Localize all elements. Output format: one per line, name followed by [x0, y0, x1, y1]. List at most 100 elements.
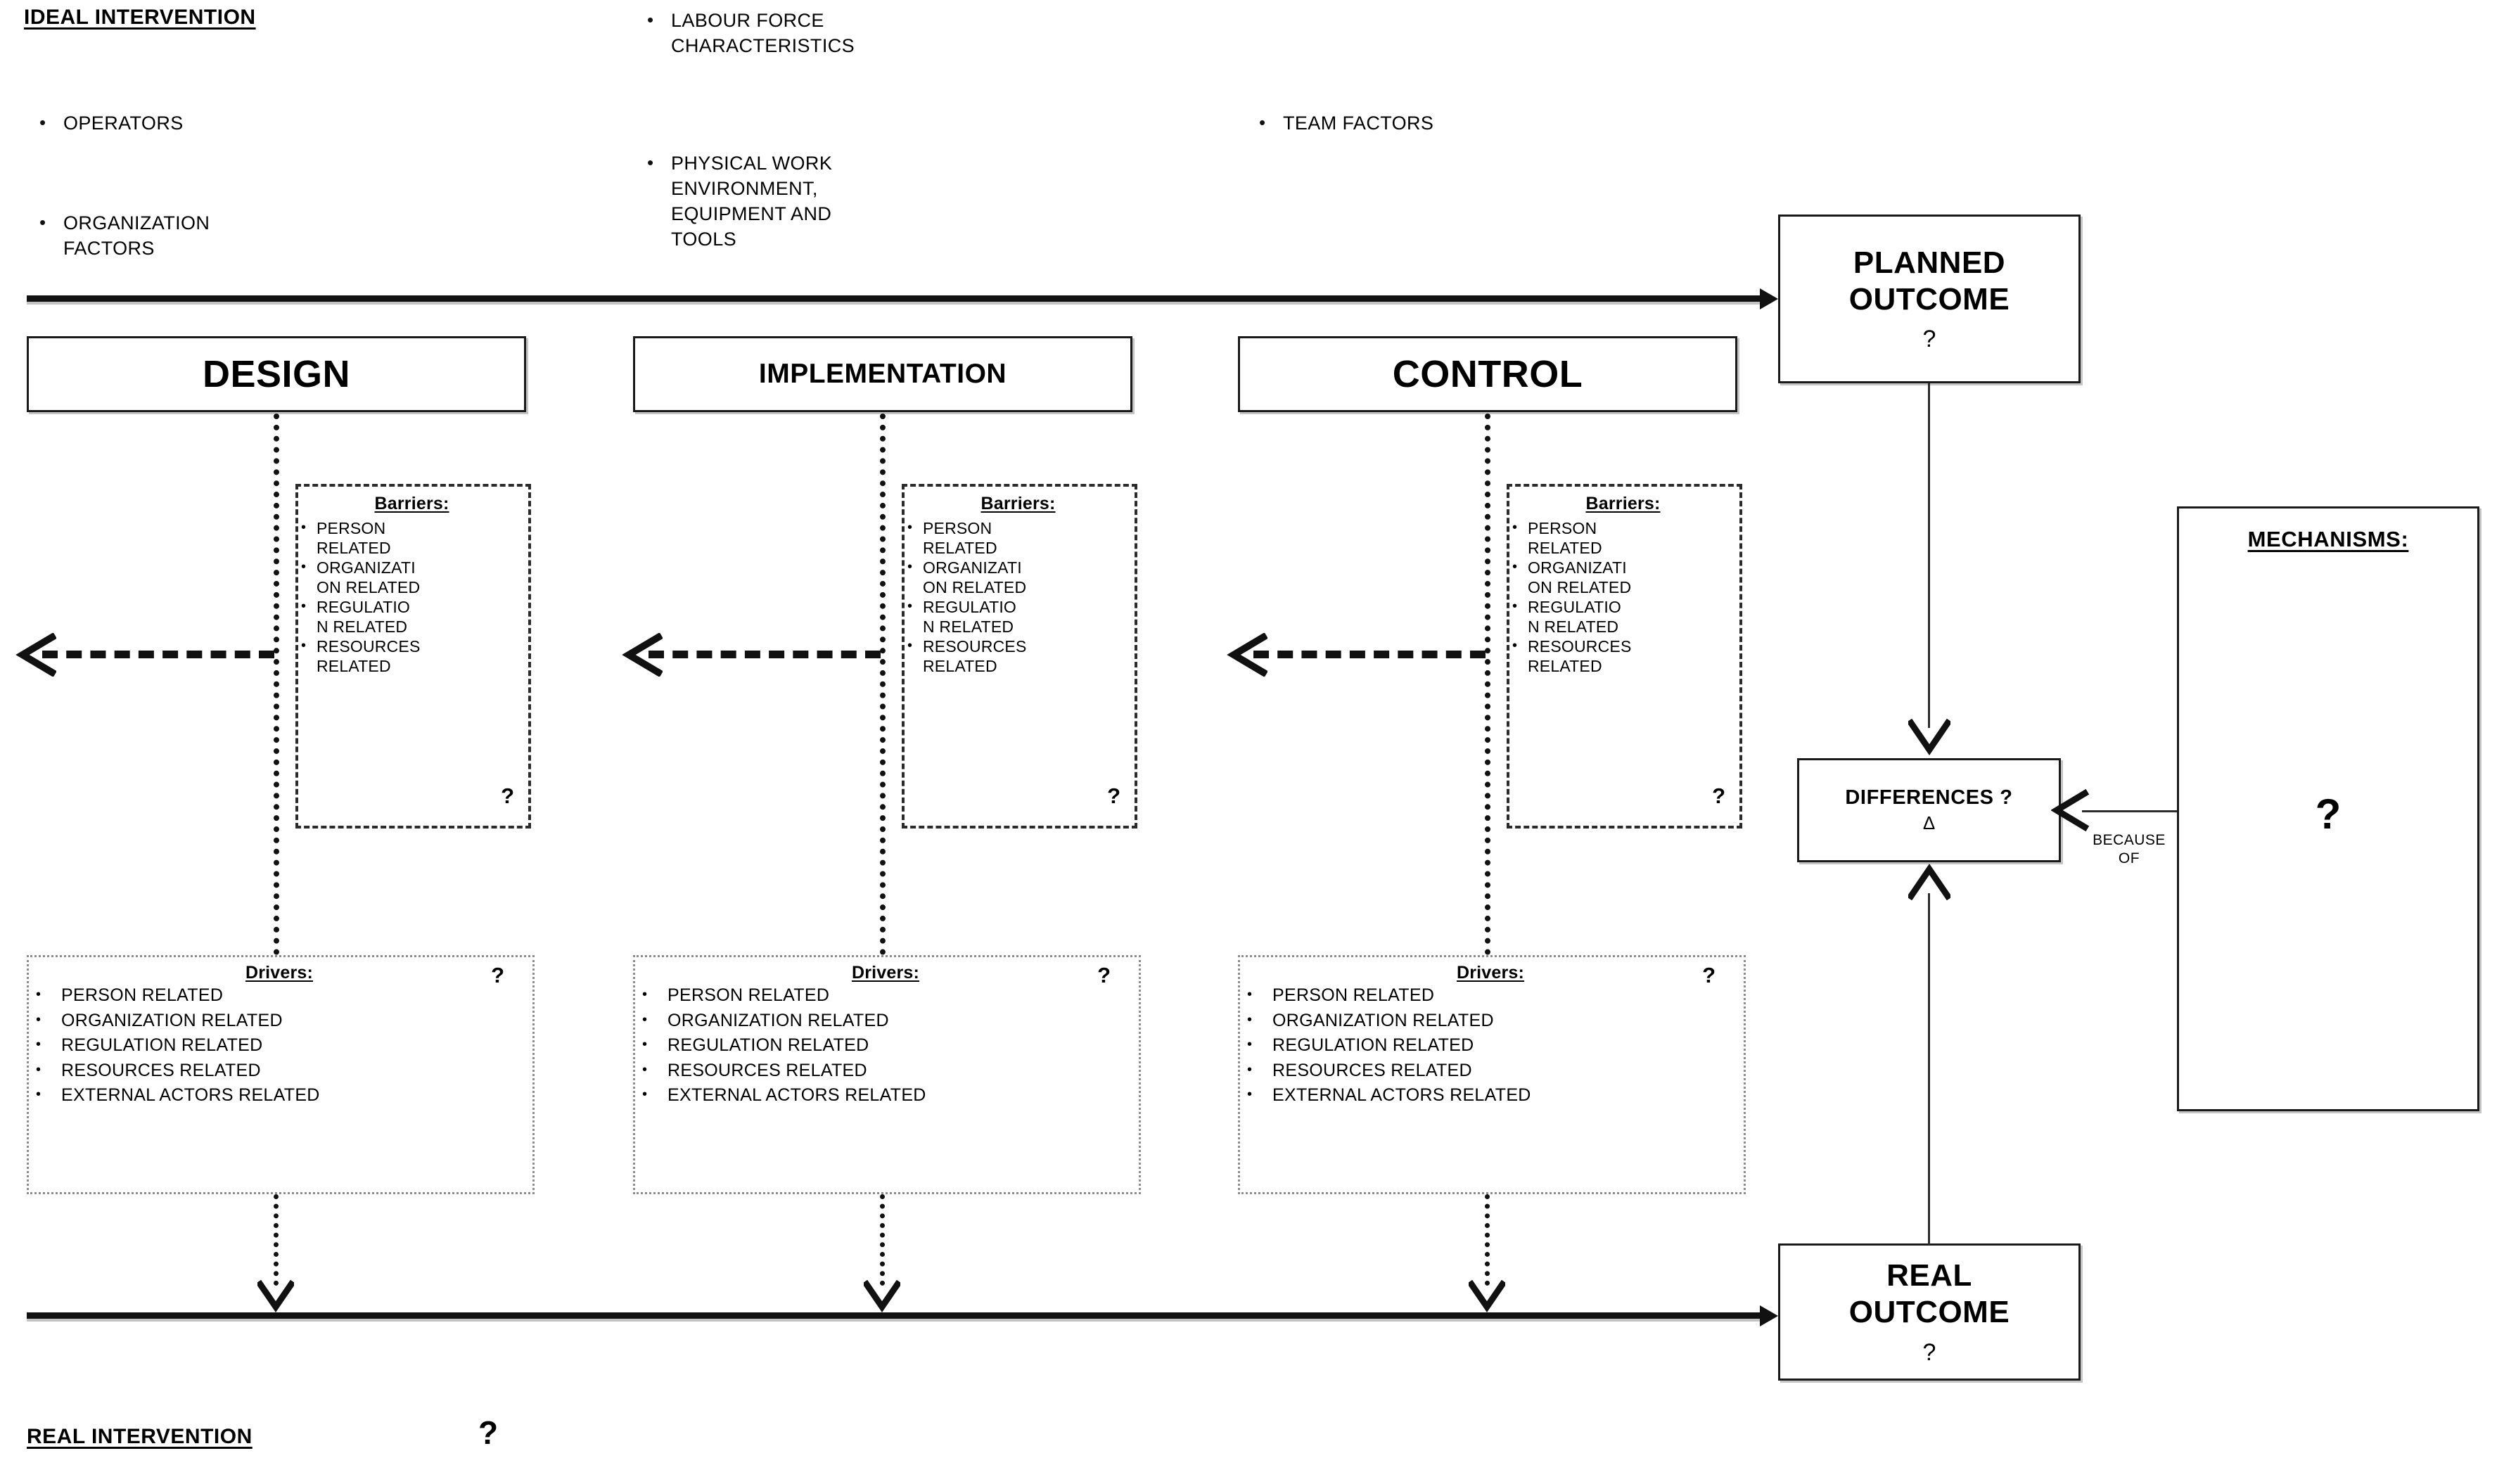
bullet-icon: • [1247, 987, 1253, 1002]
driver-label: EXTERNAL ACTORS RELATED [1272, 1085, 1531, 1105]
control-lower-arrowhead [1469, 1280, 1505, 1312]
driver-item: • REGULATION RELATED [36, 1033, 523, 1058]
design-spine-lower [274, 1194, 279, 1286]
factor-item-team-factors: • TEAM FACTORS [1259, 111, 1554, 136]
driver-label: PERSON RELATED [667, 985, 830, 1005]
bullet-icon: • [642, 987, 648, 1002]
drivers-box-implementation: Drivers: •PERSON RELATED •ORGANIZATION R… [633, 955, 1141, 1194]
barriers-title: Barriers: [980, 494, 1056, 513]
mechanisms-title: MECHANISMS: [2247, 527, 2409, 551]
driver-item: •REGULATION RELATED [642, 1033, 1129, 1058]
bullet-icon: • [642, 1087, 648, 1102]
phase-label-design: DESIGN [202, 353, 351, 395]
driver-item: •RESOURCES RELATED [642, 1058, 1129, 1084]
factor-label: ORGANIZATION FACTORS [63, 212, 210, 259]
barrier-label: ORGANIZATI ON RELATED [923, 558, 1027, 597]
mechanisms-box: MECHANISMS: ? [2177, 506, 2479, 1111]
implementation-lower-arrowhead [864, 1280, 900, 1312]
bullet-icon: • [39, 112, 46, 133]
barriers-feedback-arrowhead-implementation [622, 633, 663, 677]
real-outcome-box: REAL OUTCOME ? [1778, 1243, 2081, 1381]
planned-to-differences-arrowhead [1908, 719, 1950, 755]
bullet-icon: • [301, 599, 307, 615]
mechanisms-question: ? [2315, 791, 2342, 838]
driver-label: RESOURCES RELATED [61, 1060, 261, 1080]
driver-label: ORGANIZATION RELATED [1272, 1010, 1494, 1030]
factor-item-labour-force-characteristics: • LABOUR FORCE CHARACTERISTICS [647, 8, 943, 59]
barriers-feedback-arrowhead-control [1227, 633, 1267, 677]
barrier-item: • PERSON RELATED [1512, 518, 1734, 558]
bullet-icon: • [1512, 599, 1518, 615]
drivers-box-design: Drivers: •PERSON RELATED •ORGANIZATION R… [27, 955, 535, 1194]
barrier-label: ORGANIZATI ON RELATED [317, 558, 421, 597]
barriers-box-implementation: Barriers: • PERSON RELATED • ORGANIZATI … [902, 484, 1137, 829]
barriers-title: Barriers: [374, 494, 449, 513]
bullet-icon: • [1247, 1011, 1253, 1028]
phase-box-implementation[interactable]: IMPLEMENTATION [633, 336, 1132, 412]
phase-label-control: CONTROL [1392, 353, 1583, 395]
planned-to-differences-connector [1928, 383, 1930, 728]
drivers-title: Drivers: [245, 963, 314, 983]
real-outcome-question: ? [1922, 1338, 1936, 1366]
barrier-item: • PERSON RELATED [301, 518, 523, 558]
bullet-icon: • [301, 520, 307, 535]
bullet-icon: • [1512, 520, 1518, 535]
barriers-question: ? [501, 783, 514, 808]
phase-box-control[interactable]: CONTROL [1238, 336, 1737, 412]
barriers-box-control: Barriers: • PERSON RELATED • ORGANIZATI … [1507, 484, 1742, 829]
drivers-question: ? [1702, 963, 1716, 987]
because-of-line-1: BECAUSE [2093, 832, 2166, 848]
real-to-differences-arrowhead [1908, 864, 1950, 900]
bullet-icon: • [907, 599, 913, 615]
barriers-feedback-line-implementation [649, 651, 881, 658]
bullet-icon: • [36, 1087, 41, 1102]
factor-label: PHYSICAL WORK ENVIRONMENT, EQUIPMENT AND… [671, 153, 833, 250]
barrier-label: RESOURCES RELATED [317, 637, 421, 676]
because-of-label: BECAUSE OF [2082, 831, 2176, 869]
barriers-box-design: Barriers: • PERSON RELATED • ORGANIZATI … [295, 484, 531, 829]
barrier-label: PERSON RELATED [317, 519, 391, 558]
barrier-item: • REGULATIO N RELATED [1512, 597, 1734, 637]
bullet-icon: • [642, 1011, 648, 1028]
barriers-feedback-line-design [42, 651, 274, 658]
differences-box: DIFFERENCES ? Δ [1797, 758, 2061, 862]
driver-label: REGULATION RELATED [61, 1035, 263, 1055]
barriers-feedback-arrowhead-design [15, 633, 56, 677]
barrier-label: PERSON RELATED [923, 519, 997, 558]
real-intervention-label: REAL INTERVENTION [27, 1425, 253, 1448]
barrier-item: • REGULATIO N RELATED [301, 597, 523, 637]
bullet-icon: • [301, 638, 307, 654]
bullet-icon: • [36, 987, 41, 1002]
barrier-item: • RESOURCES RELATED [907, 637, 1129, 676]
barrier-item: • ORGANIZATI ON RELATED [301, 558, 523, 597]
mechanisms-to-differences-line [2082, 810, 2180, 812]
driver-label: EXTERNAL ACTORS RELATED [667, 1085, 926, 1105]
phase-box-design[interactable]: DESIGN [27, 336, 526, 412]
driver-item: •ORGANIZATION RELATED [642, 1009, 1129, 1034]
barrier-item: • REGULATIO N RELATED [907, 597, 1129, 637]
real-intervention-flow-arrowhead [1760, 1305, 1778, 1326]
drivers-title: Drivers: [1456, 963, 1525, 983]
implementation-spine-upper [880, 414, 886, 955]
driver-item: •RESOURCES RELATED [1247, 1058, 1734, 1084]
factor-label: LABOUR FORCE CHARACTERISTICS [671, 10, 855, 56]
because-of-line-2: OF [2118, 850, 2140, 867]
driver-item: • ORGANIZATION RELATED [1247, 1009, 1734, 1034]
phase-label-implementation: IMPLEMENTATION [758, 359, 1007, 389]
differences-label: DIFFERENCES ? [1845, 786, 2013, 809]
barrier-label: ORGANIZATI ON RELATED [1528, 558, 1632, 597]
factor-item-physical-work-environment: • PHYSICAL WORK ENVIRONMENT, EQUIPMENT A… [647, 151, 950, 252]
planned-outcome-question: ? [1922, 326, 1936, 353]
barrier-item: • ORGANIZATI ON RELATED [1512, 558, 1734, 597]
bullet-icon: • [907, 559, 913, 575]
bullet-icon: • [36, 1037, 41, 1052]
driver-label: PERSON RELATED [1272, 985, 1435, 1005]
ideal-intervention-flow-line [27, 295, 1764, 302]
factor-label: TEAM FACTORS [1283, 113, 1434, 134]
driver-label: EXTERNAL ACTORS RELATED [61, 1085, 320, 1105]
factor-item-organization-factors: • ORGANIZATION FACTORS [39, 211, 279, 262]
driver-label: PERSON RELATED [61, 985, 224, 1005]
real-intervention-question: ? [478, 1414, 499, 1451]
real-intervention-flow-line [27, 1312, 1764, 1319]
